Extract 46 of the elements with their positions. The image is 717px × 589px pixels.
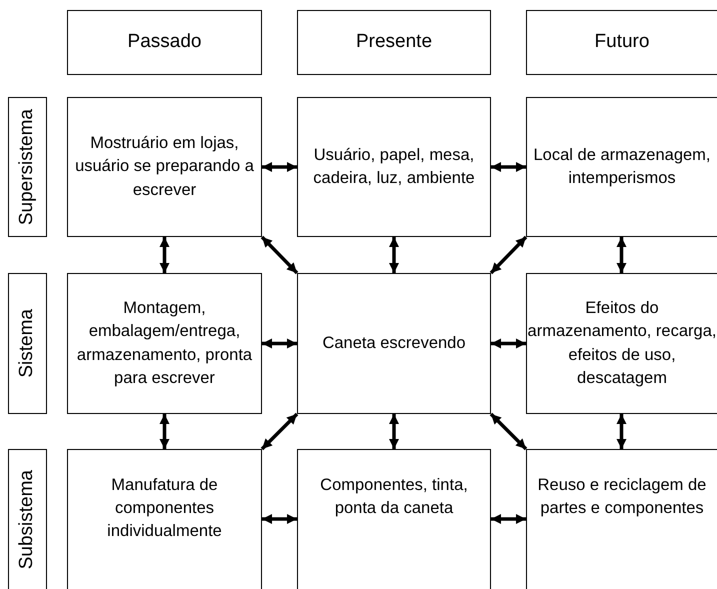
double-arrow [491,514,526,524]
description-text: Efeitos do armazenamento, recarga, efeitos de uso, descatagem [527,298,717,389]
double-arrow [260,236,298,274]
stage-box [67,97,262,237]
stage-box [297,273,491,414]
double-arrow [389,414,399,449]
description-text: Reuso e reciclagem de partes e componentes [536,475,708,520]
double-arrow [491,338,526,348]
description-text: Montagem, embalagem/entrega, armazenamento, pronta para escrever [76,298,254,389]
double-arrow [490,412,528,450]
double-arrow [262,162,297,172]
column-header [526,10,717,75]
double-arrow [262,338,297,348]
double-arrow [160,414,170,449]
header-label: Futuro [594,30,650,54]
double-arrow [616,414,626,449]
stage-box [297,97,491,237]
description-text: Manufatura de componentes individualmente [106,475,223,542]
header-label: Presente [356,30,432,54]
description-text: Mostruário em lojas, usuário se preparando a escrever [74,133,255,201]
description-text: Local de armazenagem, intemperismos [532,144,712,189]
row-header [8,273,47,414]
description-text: Componentes, tinta, ponta da caneta [319,475,469,520]
double-arrow [490,236,528,274]
header-label: Supersistema [15,108,38,226]
double-arrow [491,162,526,172]
stage-box [67,273,262,414]
stage-box [67,449,262,589]
column-header [67,10,262,75]
double-arrow [262,514,297,524]
row-header [8,97,47,237]
double-arrow [160,237,170,273]
header-label: Passado [128,30,202,54]
header-label: Subsistema [15,470,38,570]
column-header [297,10,491,75]
double-arrow [389,237,399,273]
double-arrow [260,412,298,450]
description-text: Caneta escrevendo [322,332,466,354]
header-label: Sistema [15,309,38,378]
stage-box [526,273,717,414]
stage-box [297,449,491,589]
stage-box [526,97,717,237]
stage-box [526,449,717,589]
row-header [8,449,47,589]
double-arrow [616,237,626,273]
description-text: Usuário, papel, mesa, cadeira, luz, ambiente [312,144,476,189]
